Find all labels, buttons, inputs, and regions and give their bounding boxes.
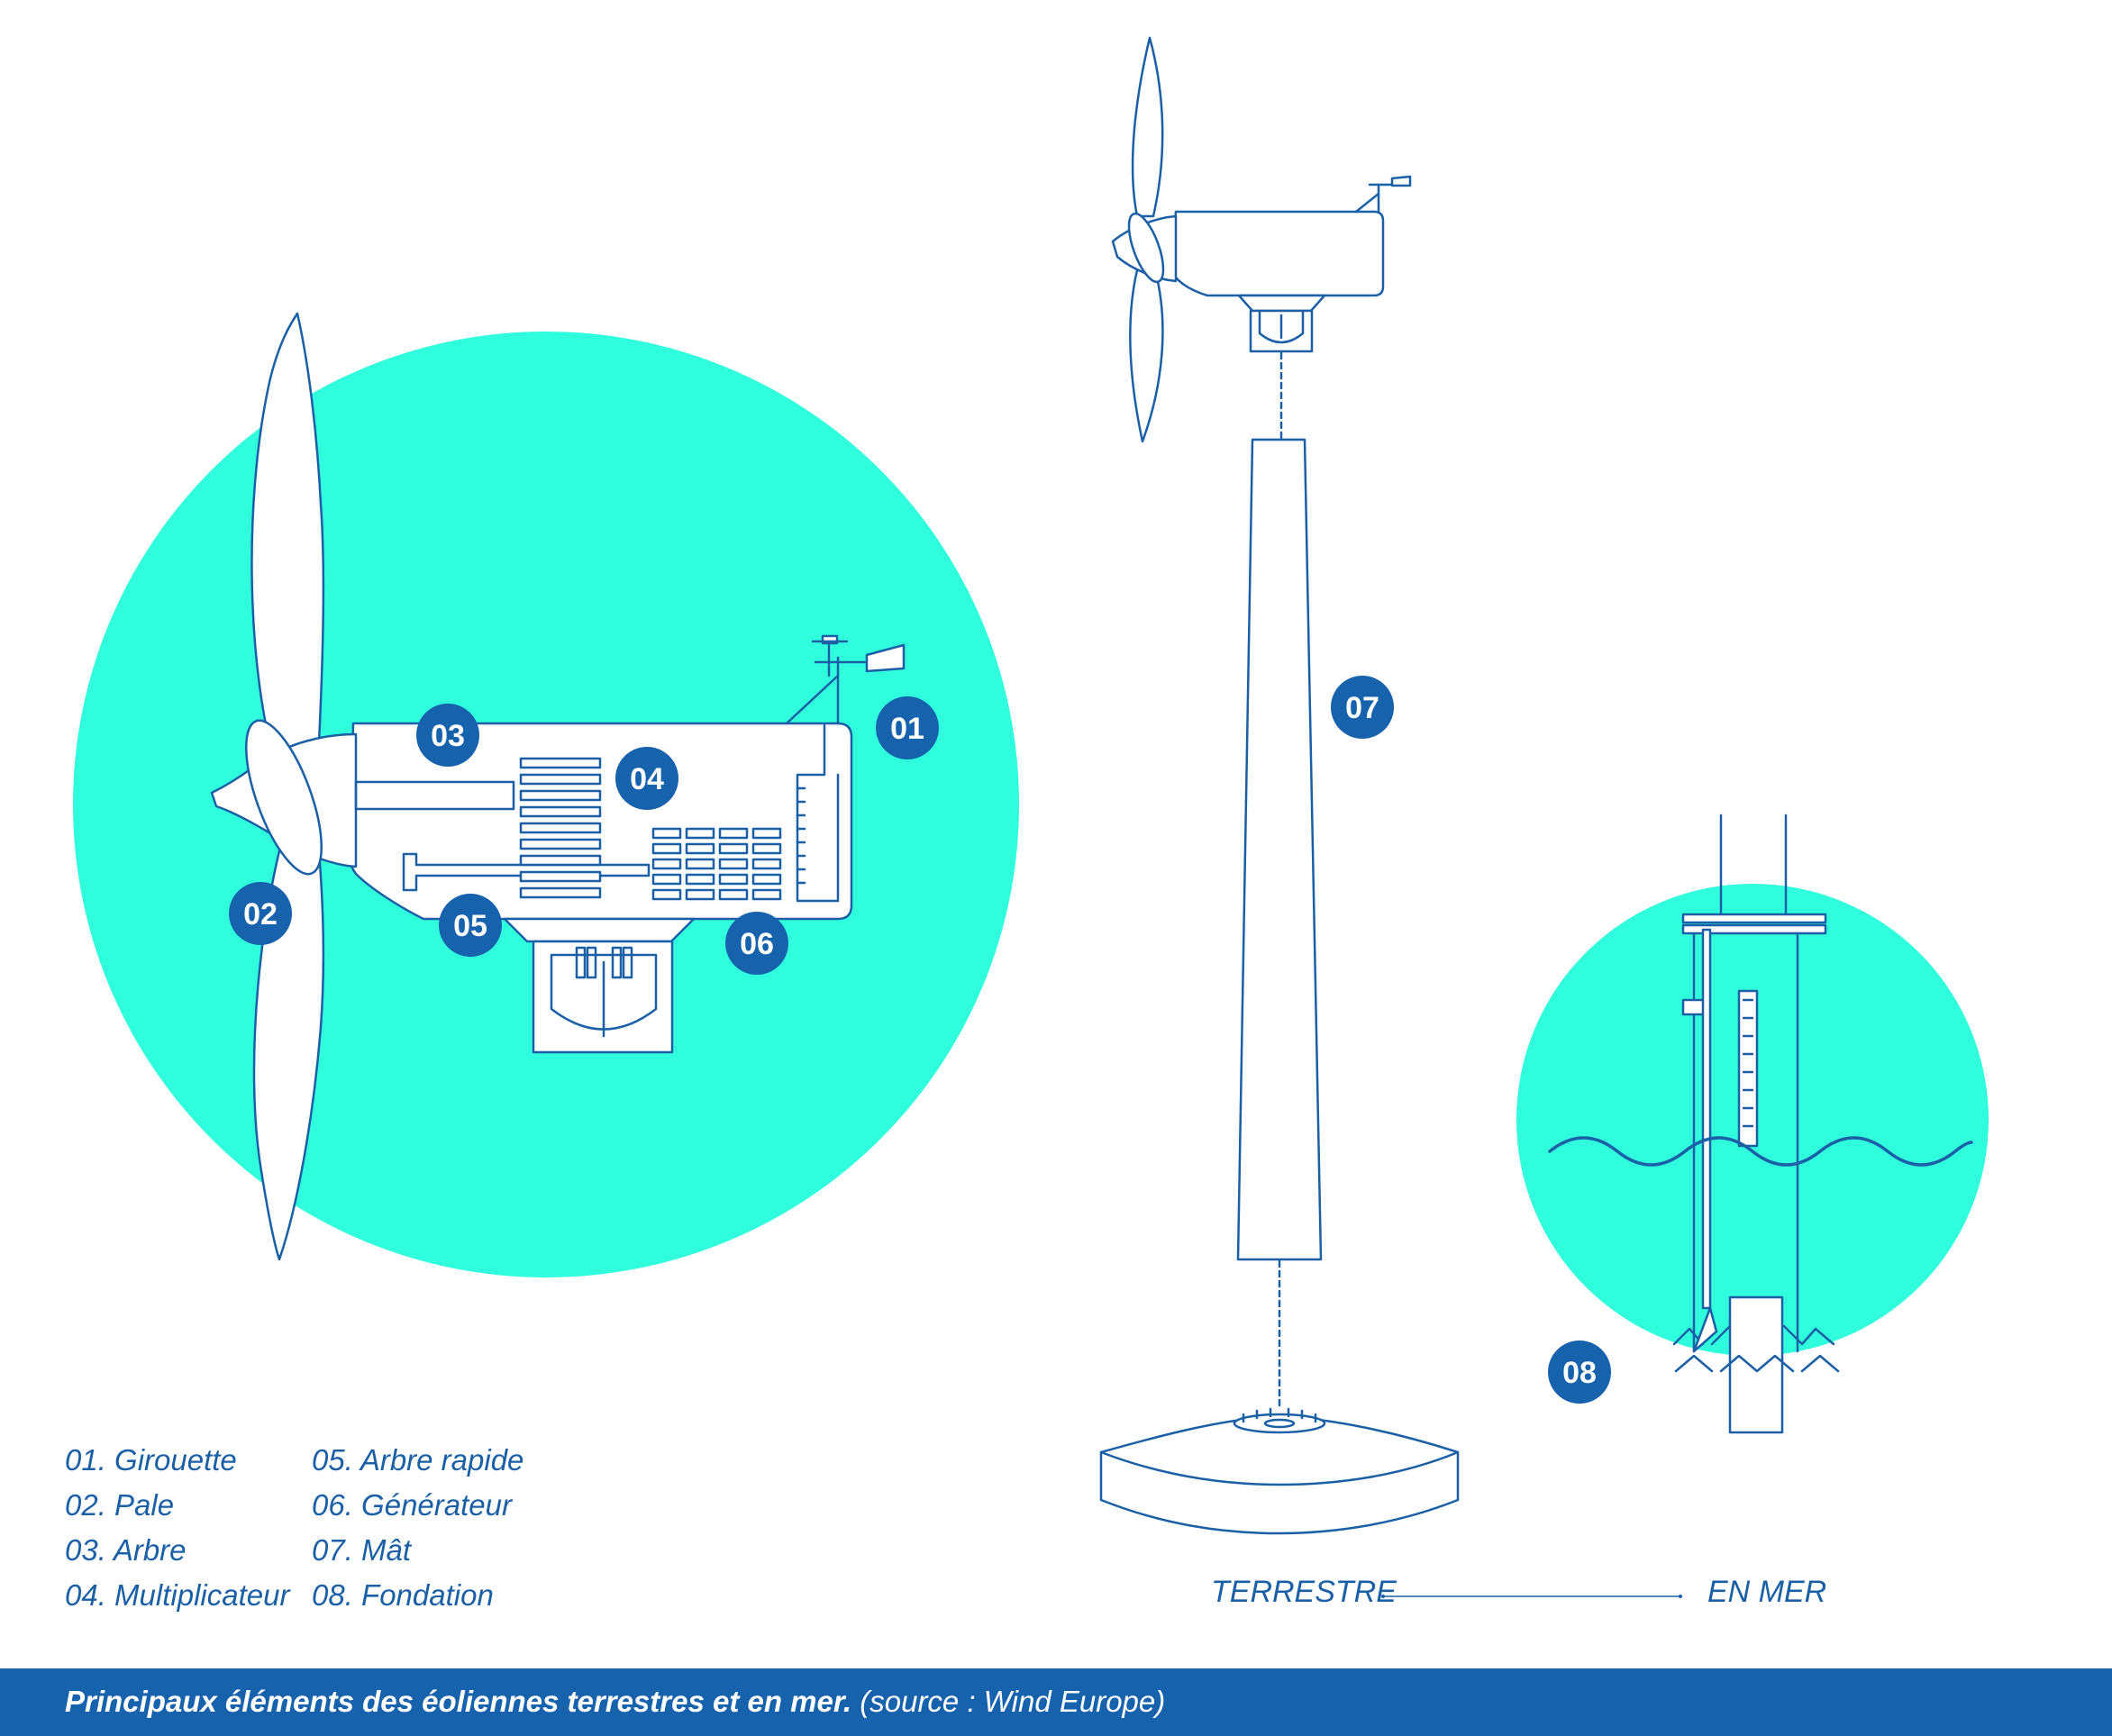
offshore-foundation [1548,813,1973,1434]
wind-vane [785,634,906,725]
legend-column-1: 01. Girouette 02. Pale 03. Arbre 04. Mul… [65,1438,289,1618]
svg-text:03: 03 [431,719,465,753]
top-blade [1131,36,1164,218]
badge-07: 07 [1331,676,1394,739]
legend-item: 01. Girouette [65,1443,237,1477]
onshore-foundation [1099,1414,1460,1535]
nacelle-base [503,917,696,943]
legend-item: 07. Mât [312,1533,412,1567]
generator-grid [651,827,782,901]
gearbox [519,757,602,899]
main-shaft [354,780,515,811]
badge-03: 03 [416,704,479,767]
onshore-turbine [1099,36,1460,1535]
svg-text:08: 08 [1562,1356,1597,1390]
legend-item: 06. Générateur [312,1488,512,1522]
small-nacelle [1170,210,1385,297]
nacelle-cutaway [210,312,906,1261]
bottom-blade [1129,268,1164,443]
tower [1236,438,1323,1261]
badge-01: 01 [876,696,939,759]
legend-item: 05. Arbre rapide [312,1443,524,1477]
badge-04: 04 [615,747,678,810]
svg-text:07: 07 [1345,691,1379,725]
caption-title: Principaux éléments des éoliennes terres… [65,1685,852,1718]
high-speed-shaft [402,852,651,892]
legend-item: 03. Arbre [65,1533,187,1567]
label-en-mer: EN MER [1707,1575,1827,1609]
legend-item: 02. Pale [65,1488,175,1522]
badge-08: 08 [1548,1341,1611,1404]
legend-item: 04. Multiplicateur [65,1578,290,1612]
caption-source: (source : Wind Europe) [860,1685,1166,1718]
legend-item: 08. Fondation [312,1578,494,1612]
svg-text:06: 06 [740,927,774,961]
badge-06: 06 [725,912,788,975]
sea-waves [1548,1136,1973,1167]
svg-text:04: 04 [630,762,664,796]
svg-text:05: 05 [453,909,487,943]
legend-column-2: 05. Arbre rapide 06. Générateur 07. Mât … [312,1438,523,1618]
label-terrestre: TERRESTRE [1211,1575,1397,1609]
hub-ring [245,719,323,876]
svg-text:01: 01 [890,712,924,746]
badge-02: 02 [229,882,292,945]
svg-text:02: 02 [243,897,278,932]
caption: Principaux éléments des éoliennes terres… [65,1685,1165,1719]
blade-upper [250,312,325,813]
badge-05: 05 [439,894,502,957]
rear-cabinet [796,723,840,903]
caption-bar: Principaux éléments des éoliennes terres… [0,1668,2112,1736]
